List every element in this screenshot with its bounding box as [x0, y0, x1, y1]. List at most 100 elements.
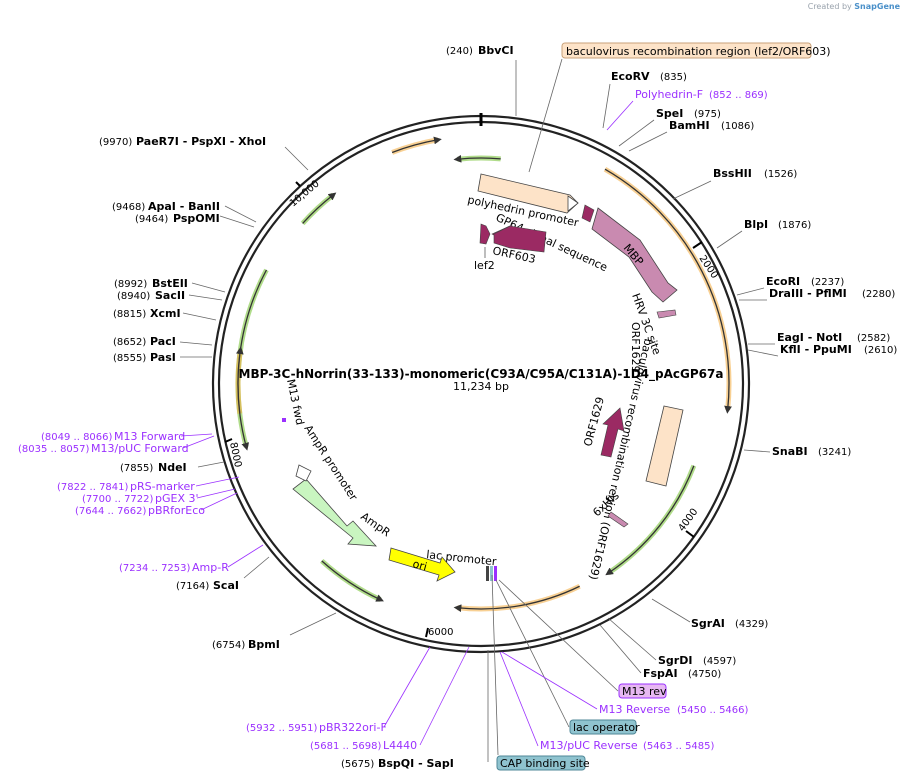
- site-pos-apai: (9468): [112, 202, 145, 213]
- site-snabi: SnaBI: [772, 445, 808, 458]
- site-pos-bamhi: (1086): [721, 121, 754, 132]
- site-pos-sacii: (8940): [117, 291, 150, 302]
- site-scai: ScaI: [213, 579, 239, 592]
- site-bsshii: BssHII: [713, 167, 752, 180]
- box-lac-operator: [569, 719, 637, 735]
- primer-pos-polyhedrin-f: (852 .. 869): [709, 90, 768, 101]
- primer-pos-m13puc-forward: (8035 .. 8057): [18, 444, 90, 455]
- leader-cap: [491, 574, 499, 756]
- site-ecori: EcoRI: [766, 275, 800, 288]
- leader-m13puc-forward: [182, 435, 215, 449]
- site-sgrai: SgrAI: [691, 617, 725, 630]
- site-pos-fspai: (4750): [688, 669, 721, 680]
- primer-polyhedrin-f: Polyhedrin-F: [635, 88, 703, 101]
- leader-l4440: [419, 646, 470, 746]
- lac-operator-mark: [490, 566, 493, 581]
- primer-m13puc-forward: M13/pUC Forward: [91, 442, 189, 455]
- primer-m13-forward: M13 Forward: [114, 430, 185, 443]
- site-pos-spei: (975): [694, 109, 721, 120]
- primer-m13-reverse: M13 Reverse: [599, 703, 670, 716]
- site-kfli: KflI - PpuMI: [780, 343, 852, 356]
- orf603-body: [493, 225, 547, 253]
- primer-labels: Polyhedrin-F (852 .. 869) M13 Reverse (5…: [18, 88, 768, 752]
- site-eagi: EagI - NotI: [777, 331, 842, 344]
- primer-pos-pgex3: (7700 .. 7722): [82, 494, 154, 505]
- site-pos-blpi: (1876): [778, 220, 811, 231]
- orf1629-shape: [600, 407, 625, 458]
- box-recomb-lef2: [561, 42, 812, 59]
- leader-recomb-lef2: [528, 58, 563, 173]
- leader-pspomi: [219, 215, 255, 228]
- orf-arc-green-bottom-glow: [320, 559, 382, 602]
- orf-arc-green-left-glow: [235, 268, 269, 448]
- leader-paer7i: [284, 146, 309, 171]
- snapgene-logo: SnapGene: [854, 2, 900, 11]
- leader-pgex3: [196, 488, 236, 499]
- snapgene-credit: Created by SnapGene: [808, 2, 900, 11]
- site-pos-sgrai: (4329): [735, 619, 768, 630]
- ori-shape: [388, 547, 456, 582]
- feature-ori: ori: [411, 557, 428, 573]
- site-pos-bsteii: (8992): [114, 279, 147, 290]
- site-blpi: BlpI: [744, 218, 768, 231]
- orf-arc-left: [235, 346, 244, 414]
- leader-bamhi: [628, 131, 668, 152]
- leader-fspai: [599, 624, 642, 674]
- orf-arc-green-right: [605, 465, 695, 576]
- leader-ecorv: [602, 83, 611, 129]
- leader-kfli: [747, 349, 779, 357]
- site-fspai: FspAI: [643, 667, 678, 680]
- orf-arcs: [235, 136, 732, 613]
- 6xhis-shape: [607, 511, 629, 528]
- site-ndei: NdeI: [158, 461, 187, 474]
- leader-sgrai: [651, 598, 691, 623]
- feature-m13-fwd: M13 fwd: [284, 378, 306, 426]
- primer-pos-pbrforeco: (7644 .. 7662): [75, 506, 147, 517]
- lac-promoter-mark: [486, 566, 489, 581]
- leader-amp-r: [227, 544, 264, 568]
- site-spei: SpeI: [656, 107, 683, 120]
- recomb-orf1629-shape: [645, 405, 684, 487]
- lef2-shape: [479, 223, 491, 245]
- primer-l4440: L4440: [383, 739, 417, 752]
- primer-prs-marker: pRS-marker: [130, 480, 195, 493]
- site-pos-kfli: (2610): [864, 345, 897, 356]
- feature-orf1629-b: ORF1629: [581, 396, 607, 448]
- site-bsteii: BstEII: [152, 277, 188, 290]
- site-pos-pasi: (8555): [113, 353, 146, 364]
- leader-ecori: [736, 287, 765, 296]
- primer-pbrforeco: pBRforEco: [148, 504, 205, 517]
- feature-lef2: lef2: [474, 259, 495, 272]
- plasmid-name: MBP-3C-hNorrin(33-133)-monomeric(C93A/C9…: [239, 367, 724, 382]
- site-pos-pspomi: (9464): [135, 214, 168, 225]
- primer-pos-m13-reverse: (5450 .. 5466): [677, 705, 749, 716]
- primer-m13puc-reverse: M13/pUC Reverse: [540, 739, 638, 752]
- tick-8000-mark: [224, 438, 233, 443]
- leader-m13-reverse: [501, 651, 598, 710]
- leader-ndei: [197, 461, 225, 468]
- site-apai: ApaI - BanII: [148, 200, 220, 213]
- tick-4000: 4000: [677, 507, 701, 534]
- site-pos-paci: (8652): [113, 337, 146, 348]
- site-pos-eagi: (2582): [857, 333, 890, 344]
- label-m13-rev: M13 rev: [622, 685, 667, 698]
- site-pos-draiii: (2280): [862, 289, 895, 300]
- site-pos-bsshii: (1526): [764, 169, 797, 180]
- site-pasi: PasI: [150, 351, 176, 364]
- leader-paci: [179, 341, 213, 346]
- tick-6000: 6000: [428, 627, 453, 638]
- primer-pos-m13puc-reverse: (5463 .. 5485): [643, 741, 715, 752]
- site-pos-ecorv: (835): [660, 72, 687, 83]
- orf-arc-green-bottom: [321, 560, 384, 602]
- ampr-shape: [292, 478, 377, 547]
- site-bbvci: BbvCI: [478, 44, 514, 57]
- orf-arc-top: [391, 136, 442, 154]
- site-sacii: SacII: [155, 289, 185, 302]
- site-sgrdi: SgrDI: [658, 654, 692, 667]
- leader-lines: [179, 58, 779, 762]
- leader-pbr322ori-f: [383, 646, 431, 728]
- ampr-promoter-shape: [295, 464, 312, 482]
- site-pos-bspqi: (5675): [341, 759, 374, 770]
- label-cap-binding-site: CAP binding site: [500, 757, 590, 770]
